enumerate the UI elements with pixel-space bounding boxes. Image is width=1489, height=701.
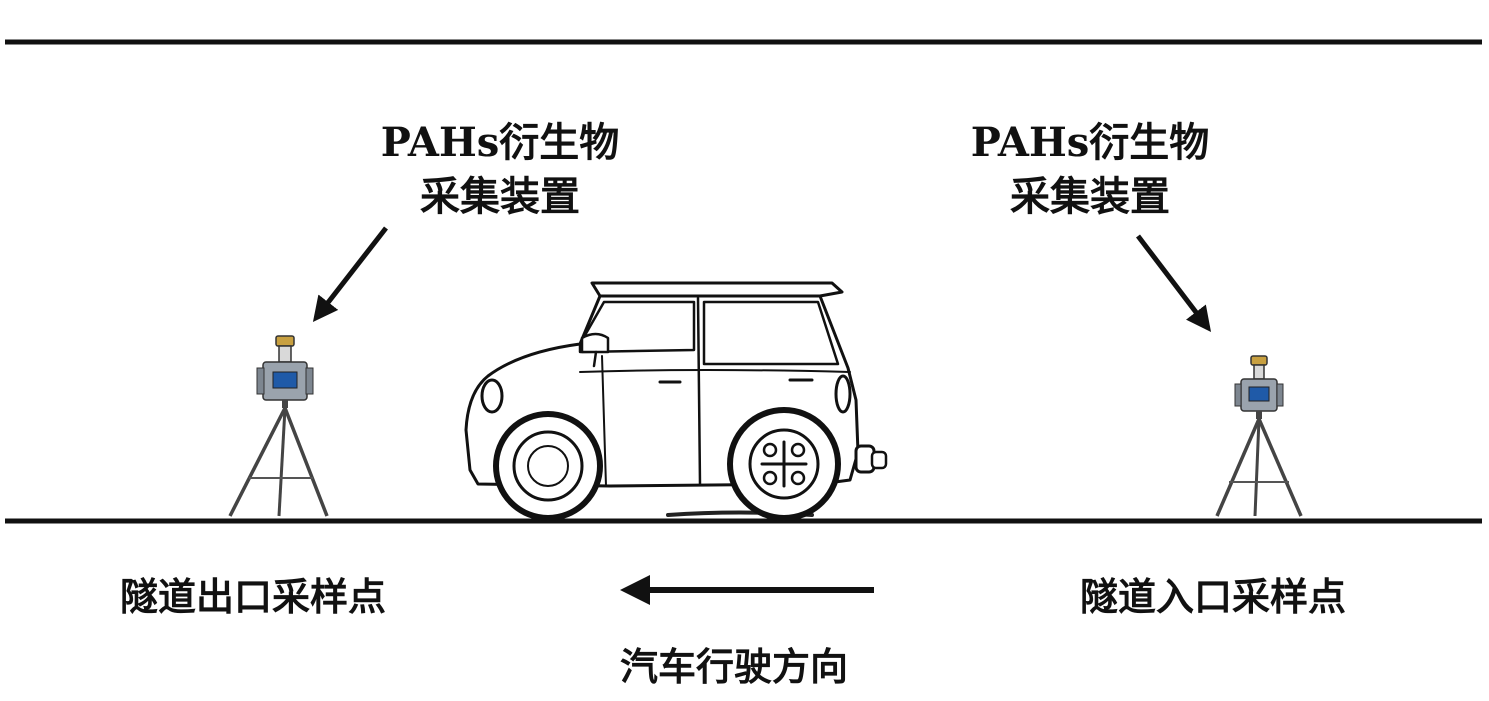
left-device-label-line1: PAHs衍生物 — [380, 119, 620, 166]
sampler-on-tripod-icon — [1215, 355, 1303, 517]
sampler-on-tripod-icon — [228, 335, 329, 517]
right-pointer-arrow — [1136, 234, 1212, 332]
left-device-label: PAHs衍生物 采集装置 — [300, 116, 700, 224]
left-pointer-arrow — [312, 226, 388, 322]
driving-direction-label: 汽车行驶方向 — [620, 645, 849, 689]
right-device-label-line2: 采集装置 — [1010, 173, 1170, 220]
right-device-label: PAHs衍生物 采集装置 — [890, 116, 1290, 224]
exit-sampling-point-label: 隧道出口采样点 — [120, 575, 387, 619]
left-device-label-line2: 采集装置 — [420, 173, 580, 220]
entrance-sampling-point-label: 隧道入口采样点 — [1080, 575, 1347, 619]
car-icon — [464, 281, 888, 521]
right-device-label-line1: PAHs衍生物 — [970, 119, 1210, 166]
